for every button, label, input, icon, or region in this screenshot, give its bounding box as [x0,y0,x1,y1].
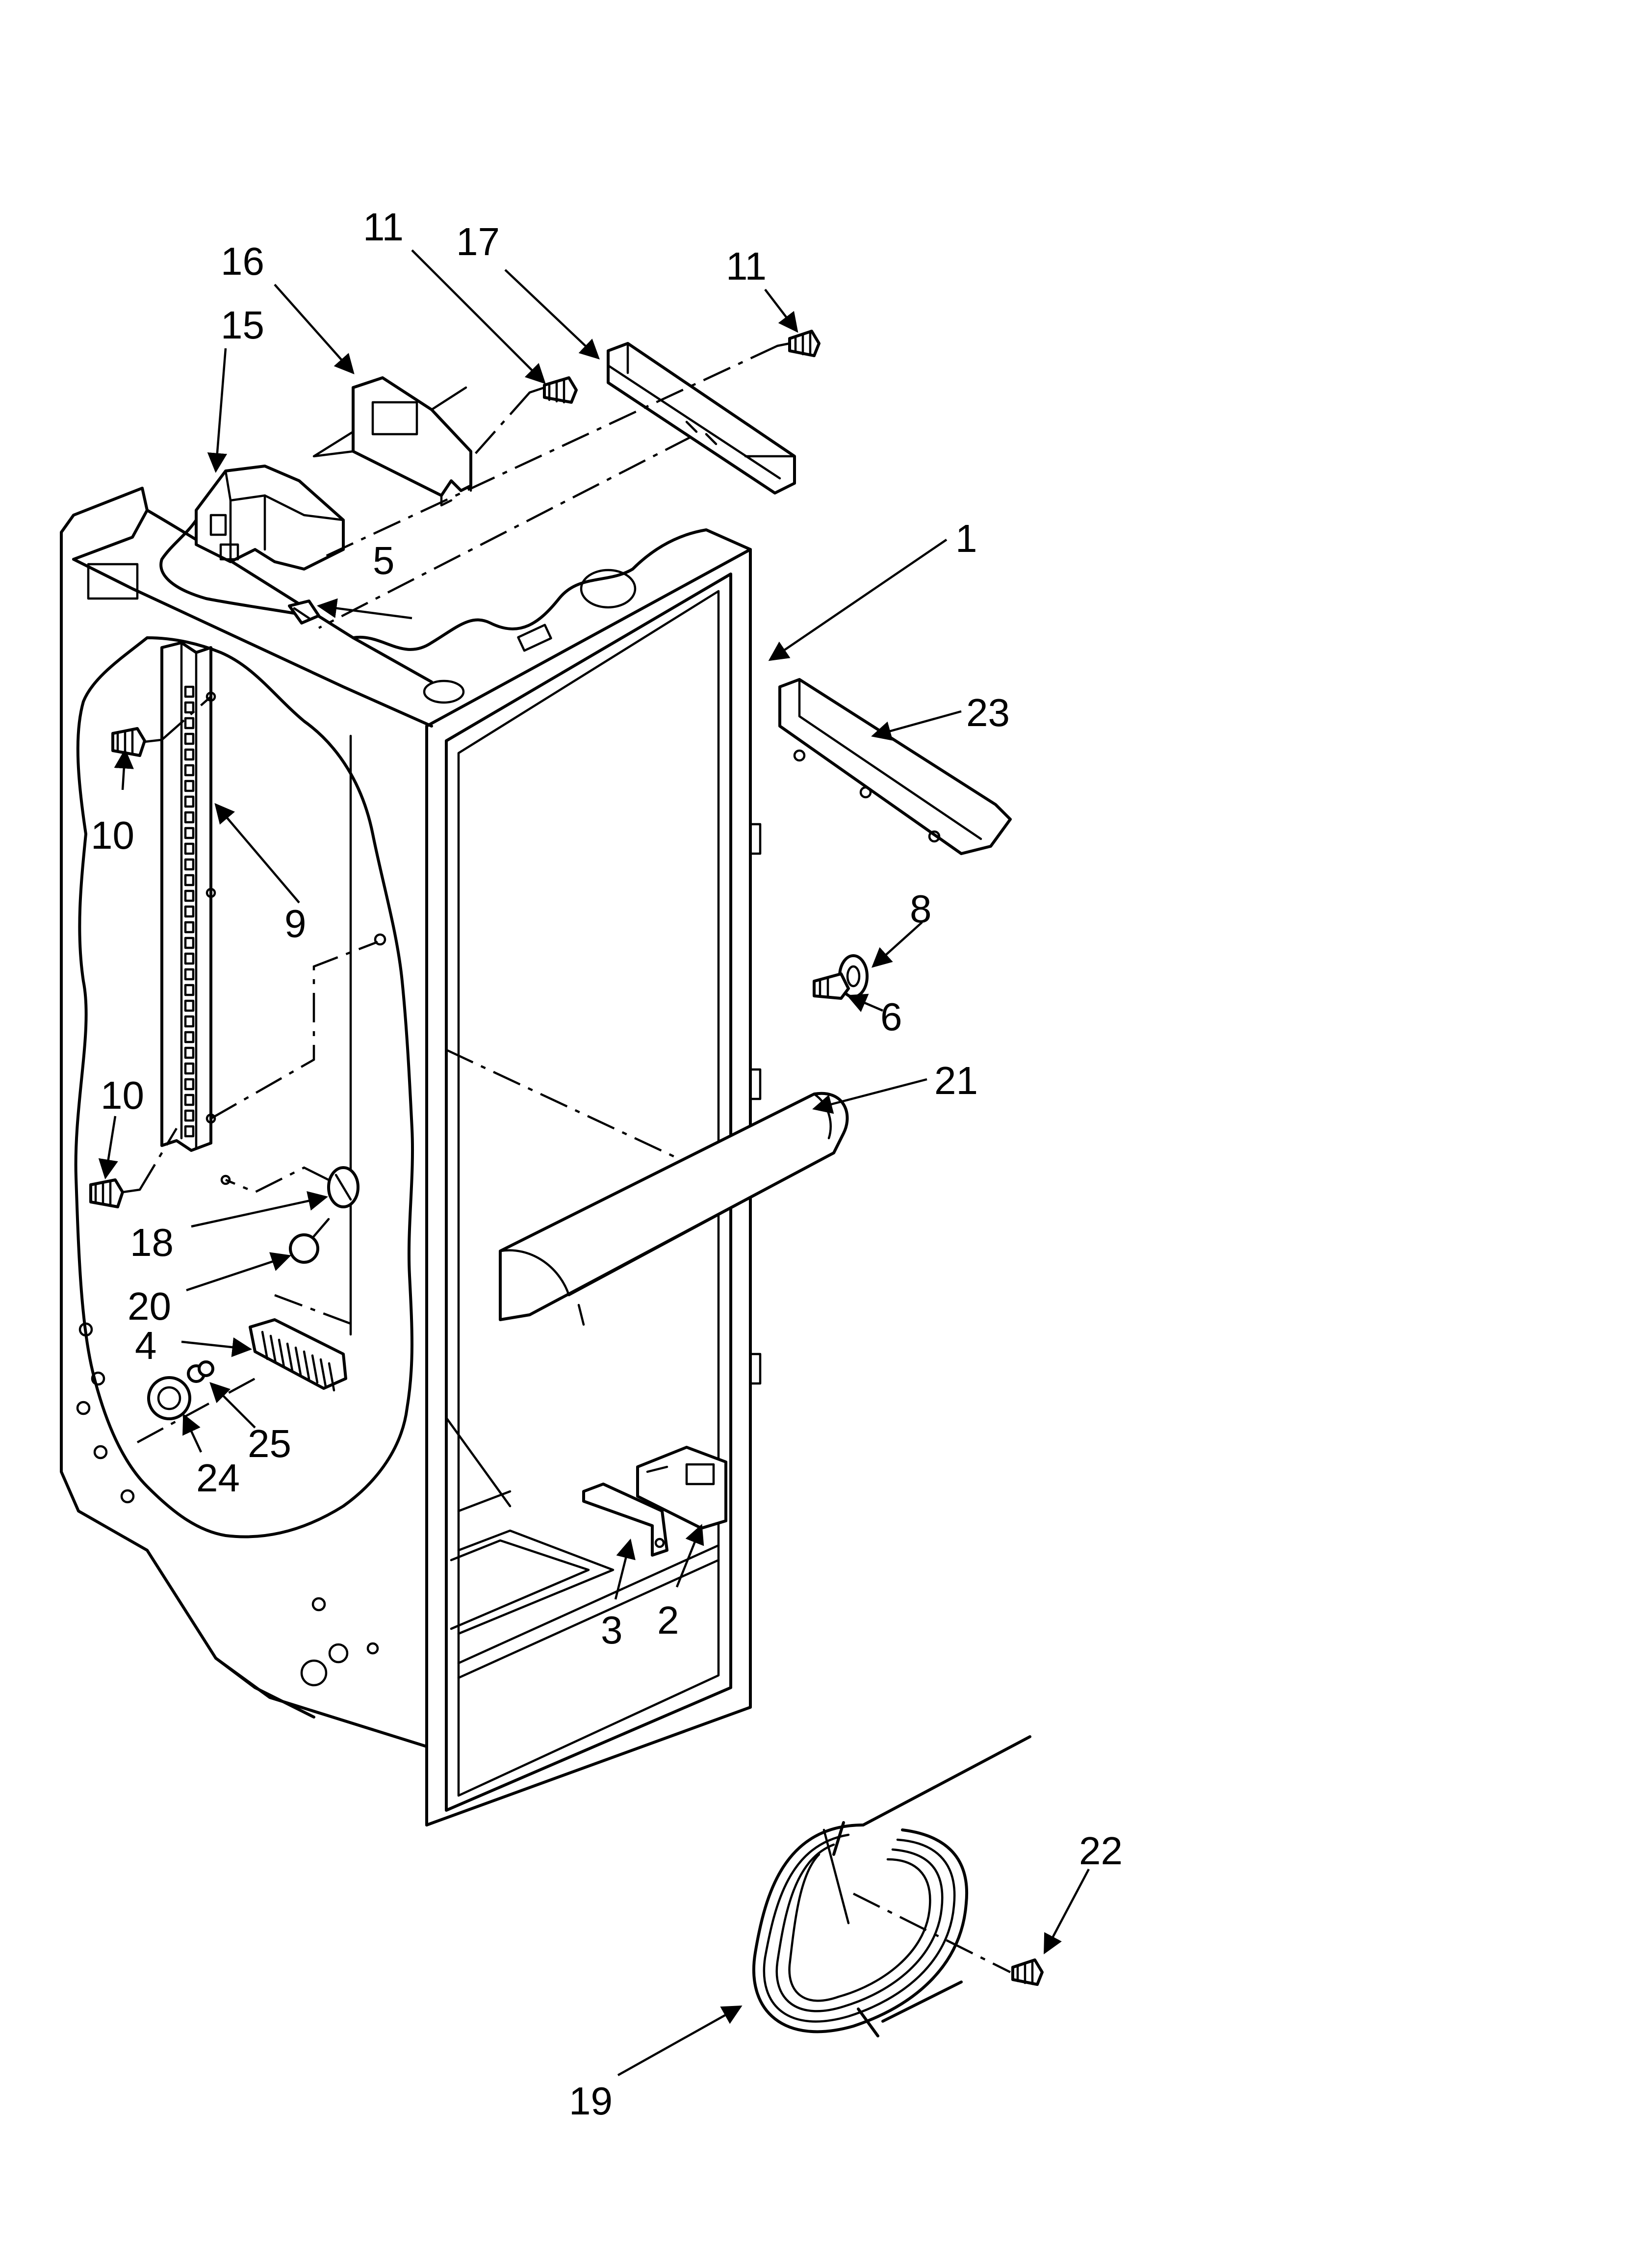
leader-lines [98,249,1090,2076]
ladder-slot [184,701,195,714]
callout-15: 15 [221,303,264,347]
callout-25: 25 [248,1422,291,1465]
assembly-line-top [318,344,778,561]
callout-3: 3 [601,1608,623,1652]
grille-slot [261,1330,269,1360]
part-9-shelf-ladder [160,641,386,1152]
part-6-roller-screw [813,972,850,1000]
ladder-slot [184,1062,195,1075]
part-4-grille [136,1294,354,1443]
ladder-slot [184,1094,195,1106]
part-20-bulb [289,1218,330,1264]
ladder-slot [184,842,195,855]
ladder-slot [184,1125,195,1138]
part-25-shaft [187,1360,214,1383]
part-15-control-housing [195,465,345,571]
part-23-rail [778,678,1012,855]
ladder-slot [184,748,195,761]
callout-11-left: 11 [363,205,404,249]
callout-19: 19 [569,2079,613,2123]
ladder-slot [184,937,195,949]
grille-slot [311,1354,319,1384]
part-3-bracket [582,1483,668,1557]
assembly-line-21 [446,1048,677,1159]
ladder-slot [184,999,195,1012]
grille-slot [278,1338,285,1368]
ladder-slot [184,1046,195,1059]
grille-slot [286,1342,294,1372]
ladder-slot [184,858,195,871]
part-11-screw-left [470,376,578,460]
part-18-light-socket [220,1166,359,1208]
ladder-slot [184,811,195,824]
callout-20: 20 [128,1284,171,1328]
ladder-slot [184,889,195,902]
assembly-line-top-2 [318,435,693,629]
ladder-slot [184,732,195,745]
callout-24: 24 [196,1456,240,1500]
callout-9: 9 [284,902,307,945]
part-17-top-channel [607,342,796,495]
ladder-slot [184,795,195,808]
callout-10-upper: 10 [91,813,134,857]
ladder-slot [184,905,195,918]
insulation-cutaway [74,636,414,1538]
callout-16: 16 [221,239,264,283]
grille-slot [328,1362,335,1392]
part-11-screw-right [776,330,821,357]
part-22-screw [1011,1958,1044,1986]
ladder-slot [184,952,195,965]
ladder-slot [184,717,195,730]
ladder-slot [184,1015,195,1028]
ladder-slot [184,874,195,886]
callout-22: 22 [1079,1829,1123,1873]
callout-5: 5 [373,539,395,582]
grille-slot [303,1350,310,1380]
ladder-slot [184,780,195,792]
callout-labels: 1 2 3 4 5 6 8 9 10 10 11 11 15 16 17 18 … [91,205,1123,2123]
callout-11-right: 11 [726,244,767,288]
callout-2: 2 [657,1598,679,1642]
part-2-bracket [636,1446,727,1530]
ladder-slot [184,1078,195,1091]
grille-slot [269,1334,277,1364]
ladder-slot [184,968,195,981]
ladder-slot [184,827,195,839]
callout-4: 4 [135,1324,157,1367]
callout-17: 17 [456,220,500,263]
ladder-slot [184,984,195,996]
ladder-slot [184,921,195,934]
ladder-slot [184,764,195,777]
callout-23: 23 [966,691,1010,734]
grille-slot [319,1358,327,1388]
callout-1: 1 [955,517,977,560]
callout-21: 21 [934,1059,978,1102]
part-21-cover [499,1092,849,1326]
callout-6: 6 [880,995,902,1039]
part-10-screw-lower [89,1127,178,1208]
grille-slots [261,1330,335,1392]
callout-8: 8 [910,887,932,931]
ladder-slots [184,685,195,1138]
ladder-slot [184,1031,195,1043]
callout-10-lower: 10 [101,1073,144,1117]
callout-18: 18 [130,1221,174,1264]
cabinet-liner [60,487,762,1826]
grille-slot [294,1346,302,1376]
part-19-tube-coil [752,1735,1031,2037]
ladder-slot [184,1109,195,1122]
part-24-knob [147,1376,191,1420]
ladder-slot [184,685,195,698]
part-16-bracket [312,376,472,507]
